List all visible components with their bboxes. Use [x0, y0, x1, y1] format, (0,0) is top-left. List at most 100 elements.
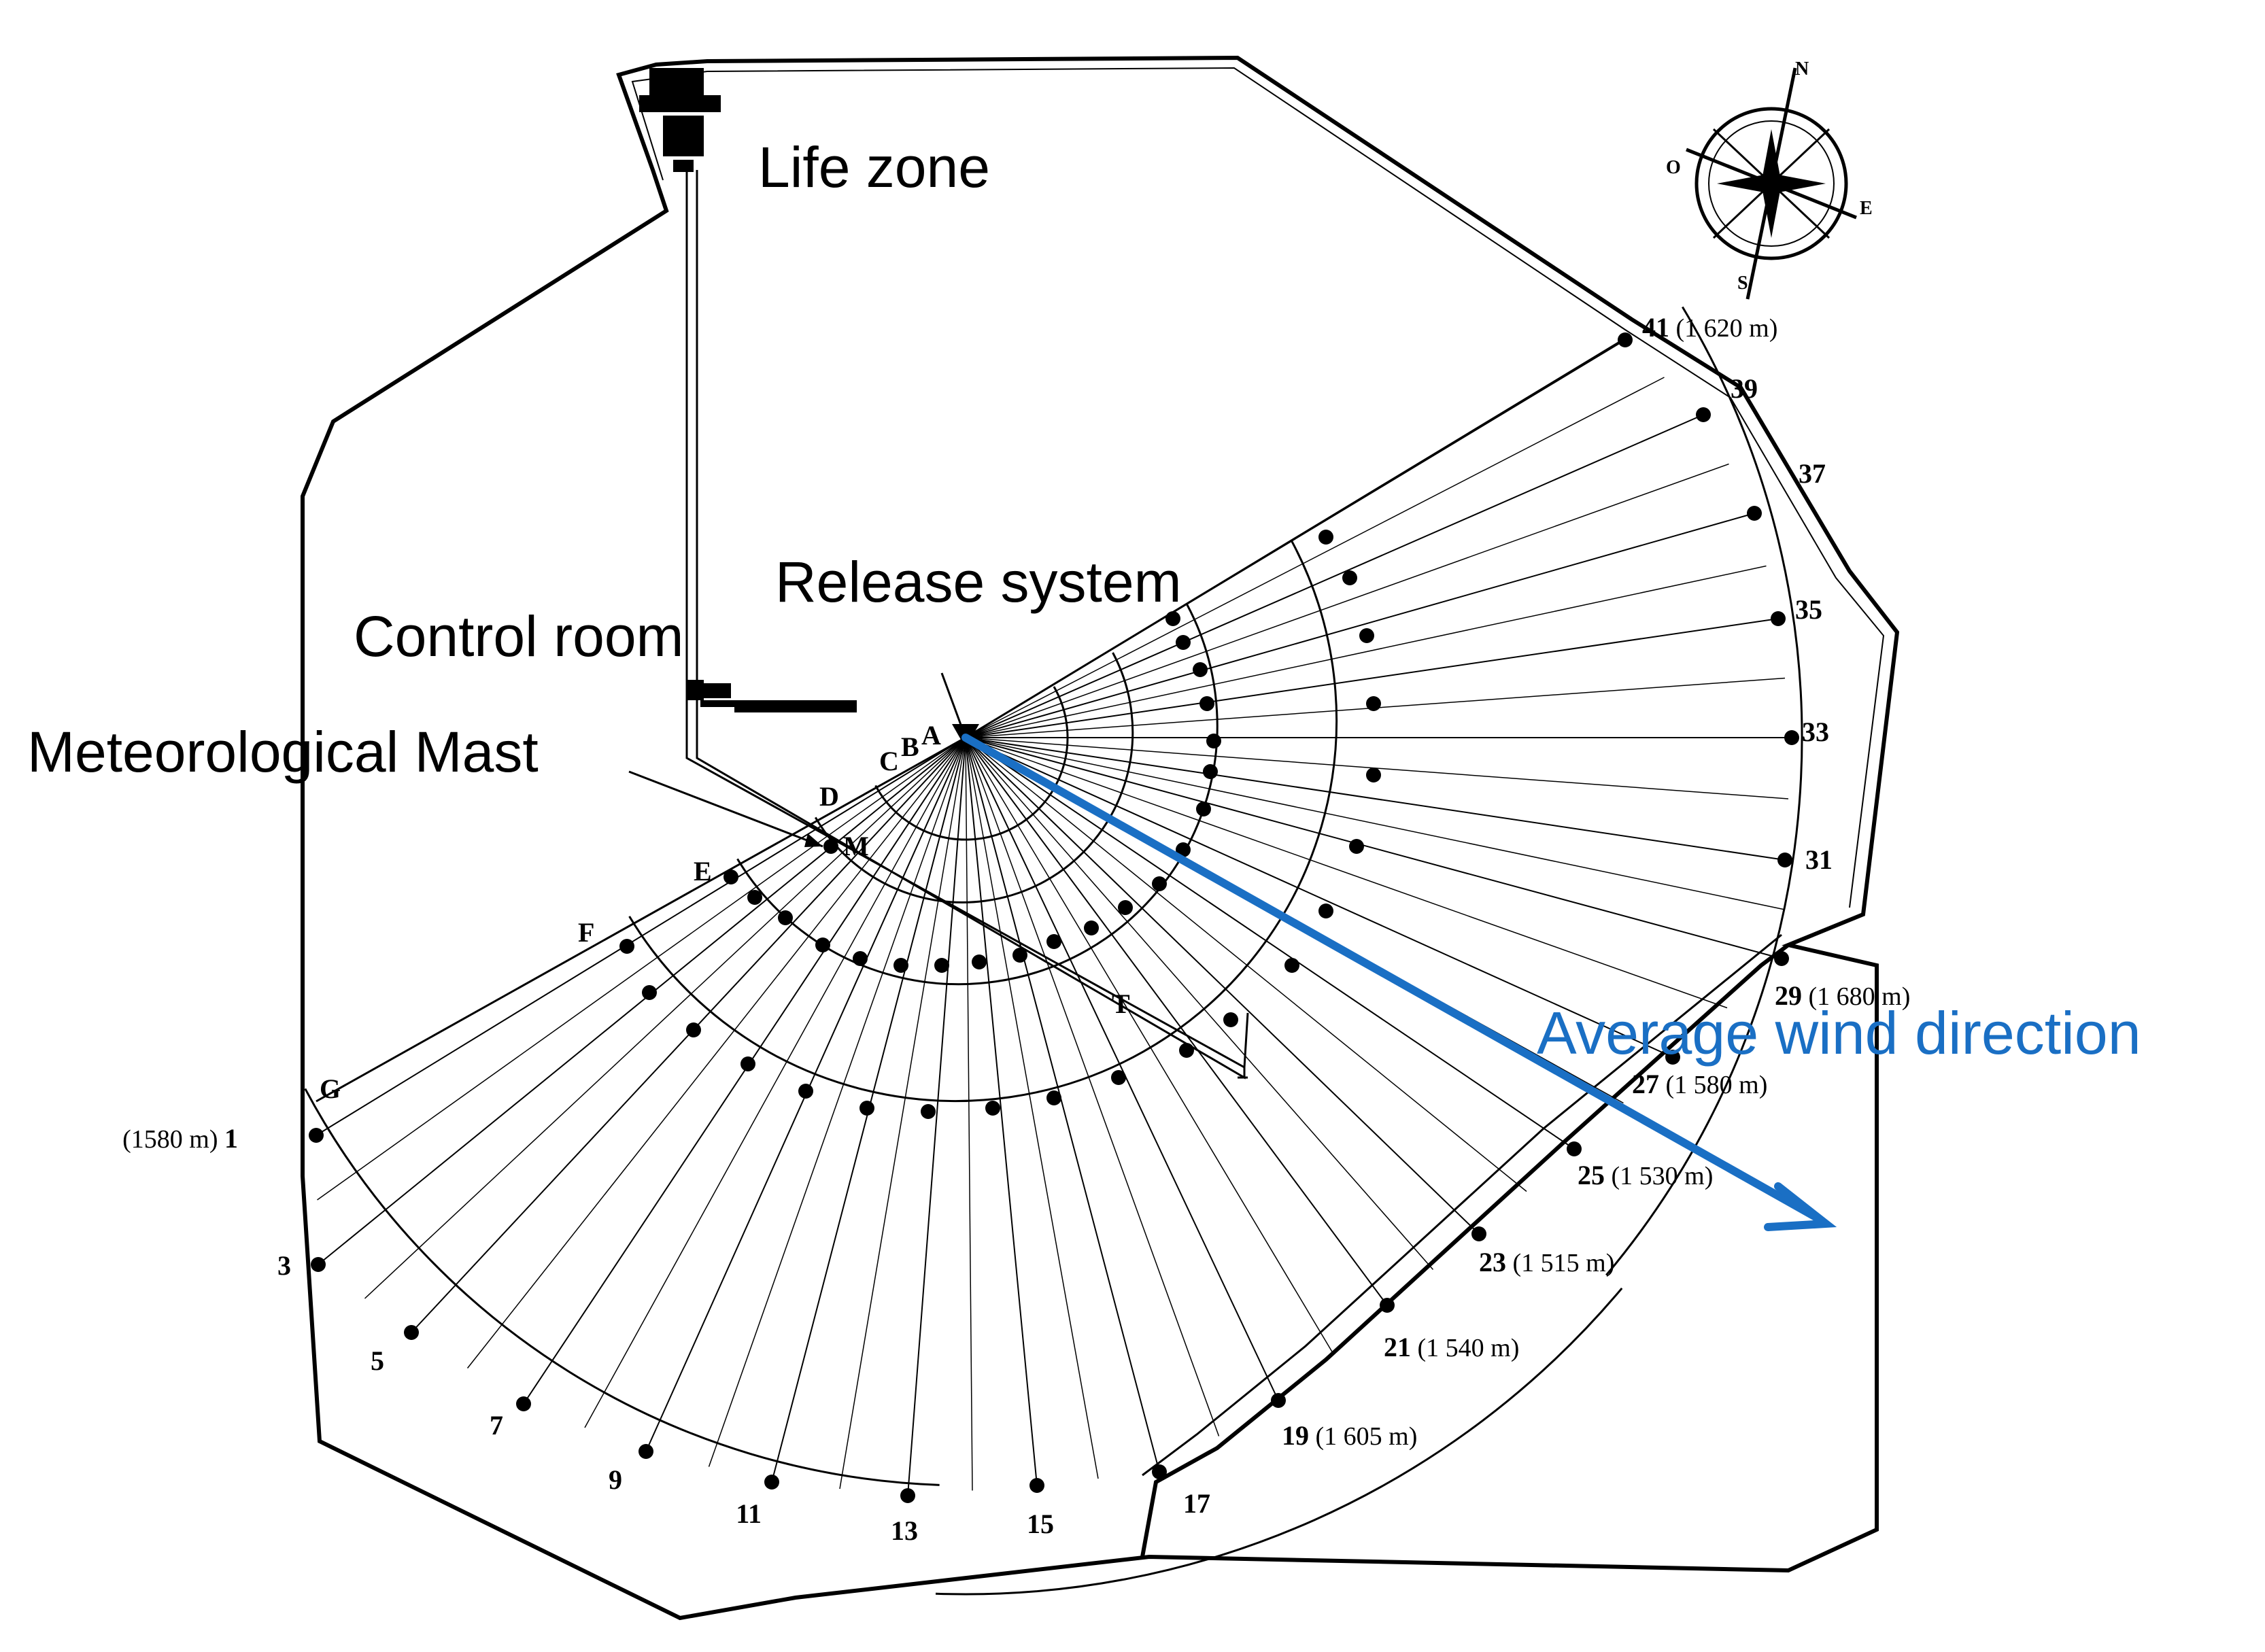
sampling-point — [893, 958, 908, 973]
sampling-point — [1618, 332, 1633, 347]
sampling-point — [516, 1396, 531, 1411]
sampling-point-label: 15 — [1027, 1509, 1054, 1539]
sampling-point — [1665, 1050, 1680, 1065]
compass-e-label: E — [1860, 198, 1873, 219]
sampling-ray — [466, 737, 966, 1369]
compass-rose: N S E O — [1666, 58, 1873, 300]
point-distance: (1 515 m) — [1506, 1249, 1614, 1277]
point-number: 17 — [1183, 1488, 1210, 1519]
sampling-point — [1084, 920, 1099, 935]
point-number: 31 — [1805, 844, 1833, 875]
sampling-ray — [317, 737, 966, 1201]
sampling-point — [798, 1084, 813, 1099]
sampling-ray — [965, 737, 1728, 1009]
letter-f: F — [578, 917, 594, 948]
point-number: 5 — [371, 1345, 384, 1376]
compass-n-label: N — [1795, 58, 1809, 80]
sampling-ray — [364, 737, 966, 1299]
control-room-building — [687, 680, 857, 712]
sampling-ray — [839, 737, 966, 1490]
sampling-arc — [1053, 686, 1069, 782]
sampling-ray — [965, 414, 1704, 738]
sampling-point-label: 13 — [891, 1515, 918, 1546]
point-number: 29 — [1775, 980, 1802, 1011]
sampling-ray — [965, 737, 1673, 1058]
point-distance: (1 580 m) — [1659, 1071, 1767, 1099]
sampling-ray — [965, 737, 1786, 861]
point-distance: (1 540 m) — [1411, 1334, 1519, 1362]
sampling-point — [1223, 1012, 1238, 1027]
wind-arrow — [961, 734, 1837, 1231]
sampling-point-label: 31 — [1805, 844, 1833, 875]
letter-c: C — [879, 746, 899, 776]
sampling-point — [723, 870, 738, 884]
sampling-point — [1196, 802, 1211, 816]
point-number: 39 — [1731, 373, 1758, 404]
sampling-point — [900, 1488, 915, 1503]
sampling-ray — [316, 737, 966, 1136]
sampling-point — [1471, 1226, 1486, 1241]
point-number: 19 — [1282, 1420, 1309, 1451]
point-number: 3 — [277, 1250, 291, 1281]
letter-b: B — [901, 732, 919, 762]
sampling-point-label: 35 — [1795, 594, 1822, 625]
sampling-point — [1318, 530, 1333, 545]
sampling-point — [1359, 628, 1374, 643]
sampling-point — [1111, 1070, 1126, 1085]
sampling-point — [815, 937, 830, 952]
sampling-ray — [965, 737, 1434, 1270]
sampling-point — [638, 1444, 653, 1459]
sampling-point-label: 3 — [277, 1250, 291, 1281]
sampling-ray — [965, 463, 1729, 738]
sampling-point-label: 37 — [1799, 458, 1826, 489]
point-number: 9 — [609, 1464, 622, 1495]
sampling-point — [1784, 730, 1799, 745]
sampling-point — [619, 939, 634, 954]
met-mast-label: Meteorological Mast — [27, 720, 539, 784]
sampling-ray — [965, 737, 1575, 1150]
sampling-point-label: 41 (1 620 m) — [1642, 312, 1777, 343]
sampling-point — [1380, 1298, 1395, 1313]
sampling-point — [778, 910, 793, 925]
point-number: 13 — [891, 1515, 918, 1546]
sampling-point — [1366, 696, 1381, 711]
met-mast-point — [823, 839, 838, 854]
sampling-points — [309, 332, 1799, 1503]
sampling-ray — [965, 737, 1220, 1436]
sampling-point — [686, 1022, 701, 1037]
point-distance: (1580 m) — [122, 1125, 224, 1154]
sampling-point — [1567, 1141, 1582, 1156]
sampling-ray — [965, 737, 1160, 1473]
sampling-point-label: 19 (1 605 m) — [1282, 1420, 1417, 1451]
sampling-arc — [935, 1287, 1623, 1596]
sector-edge — [316, 736, 966, 1103]
sector-edge — [965, 335, 1629, 739]
sampling-point-label: 9 — [609, 1464, 622, 1495]
sampling-point-label: 7 — [490, 1410, 503, 1441]
sampling-arc — [874, 780, 1059, 841]
sampling-point-label: 39 — [1731, 373, 1758, 404]
sampling-ray — [708, 737, 966, 1467]
point-number: 27 — [1632, 1069, 1659, 1099]
sampling-point-label: 17 — [1183, 1488, 1210, 1519]
met-mast-pointer — [628, 770, 823, 848]
point-number: 33 — [1802, 717, 1829, 747]
sampling-point — [1046, 1090, 1061, 1105]
site-boundary — [301, 55, 1900, 1621]
sampling-point — [1284, 958, 1299, 973]
sampling-arc — [1605, 306, 1803, 1276]
sampling-ray — [965, 737, 1782, 959]
sampling-point — [1118, 900, 1133, 915]
sampling-point — [309, 1128, 324, 1143]
sampling-ray — [965, 737, 1099, 1479]
sampling-point-label: 5 — [371, 1345, 384, 1376]
sampling-point — [1165, 611, 1180, 626]
sampling-point — [311, 1257, 326, 1272]
sampling-point — [972, 954, 987, 969]
sampling-point — [1179, 1043, 1194, 1058]
release-system-label: Release system — [775, 550, 1182, 614]
sampling-point — [934, 958, 949, 973]
sampling-ray — [965, 513, 1755, 738]
life-zone-building — [639, 68, 721, 172]
